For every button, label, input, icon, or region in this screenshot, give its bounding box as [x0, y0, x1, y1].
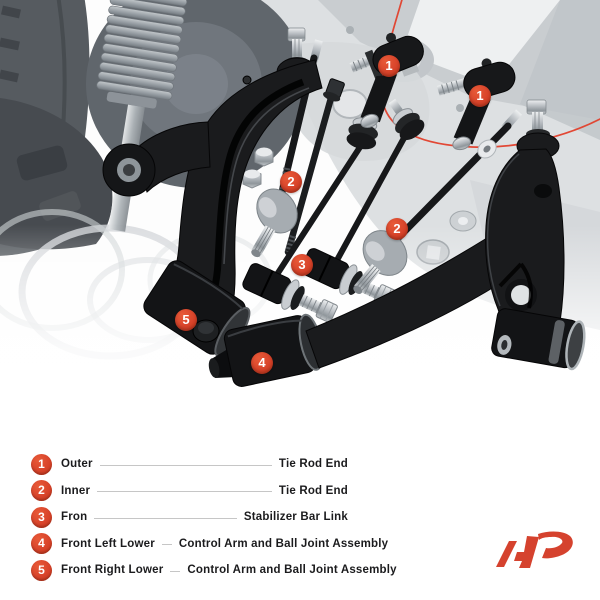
- callout-5-control-arm-right: 5: [175, 309, 197, 331]
- hex-nut: [242, 169, 262, 189]
- hex-bolt: [284, 78, 345, 256]
- control-arm-front-left: [305, 99, 586, 371]
- callout-2-inner-tie-rod-right: 2: [386, 218, 408, 240]
- hex-nut: [254, 147, 274, 167]
- callout-1-outer-tie-rod-left: 1: [378, 55, 400, 77]
- legend-badge-5: 5: [31, 559, 52, 581]
- legend-badge-2: 2: [31, 480, 52, 501]
- legend-label: Fron: [61, 511, 88, 523]
- legend-badge-3: 3: [31, 506, 52, 528]
- legend-value: Tie Rod End: [278, 484, 348, 497]
- legend-badge-1: 1: [31, 453, 52, 475]
- legend-value: Tie Rod End: [278, 458, 348, 470]
- callout-3-stabilizer-link: 3: [291, 254, 313, 276]
- legend-value: Stabilizer Bar Link: [243, 511, 348, 523]
- inner-tie-rod-right: [353, 109, 523, 294]
- legend-label: Front Right Lower: [61, 564, 164, 576]
- legend-value: Control Arm and Ball Joint Assembly: [187, 564, 397, 576]
- callout-4-control-arm-left: 4: [251, 352, 273, 374]
- legend-value: Control Arm and Ball Joint Assembly: [178, 537, 389, 550]
- leader-line: [161, 544, 172, 545]
- legend-label: Inner: [61, 484, 91, 497]
- legend-badge-4: 4: [31, 533, 52, 554]
- legend-row-3: 3 Fron Stabilizer Bar Link: [31, 506, 348, 528]
- legend-row-1: 1 Outer Tie Rod End: [31, 453, 348, 475]
- outer-tie-rod-end-left: [349, 32, 424, 128]
- leader-line: [97, 491, 272, 492]
- suspension-kit-photo: [0, 0, 600, 450]
- legend-label: Outer: [61, 458, 93, 470]
- stabilizer-bar-link-left: [242, 103, 378, 323]
- legend-row-2: 2 Inner Tie Rod End: [31, 480, 348, 502]
- shock-boot: [96, 0, 188, 232]
- leader-line: [170, 570, 181, 572]
- leader-line: [99, 464, 272, 466]
- callout-2-inner-tie-rod-left: 2: [280, 171, 302, 193]
- legend-label: Front Left Lower: [61, 537, 155, 550]
- leader-line: [94, 517, 237, 519]
- callout-1-outer-tie-rod-right: 1: [469, 85, 491, 107]
- legend-row-4: 4 Front Left Lower Control Arm and Ball …: [31, 533, 388, 555]
- legend-row-5: 5 Front Right Lower Control Arm and Ball…: [31, 559, 397, 581]
